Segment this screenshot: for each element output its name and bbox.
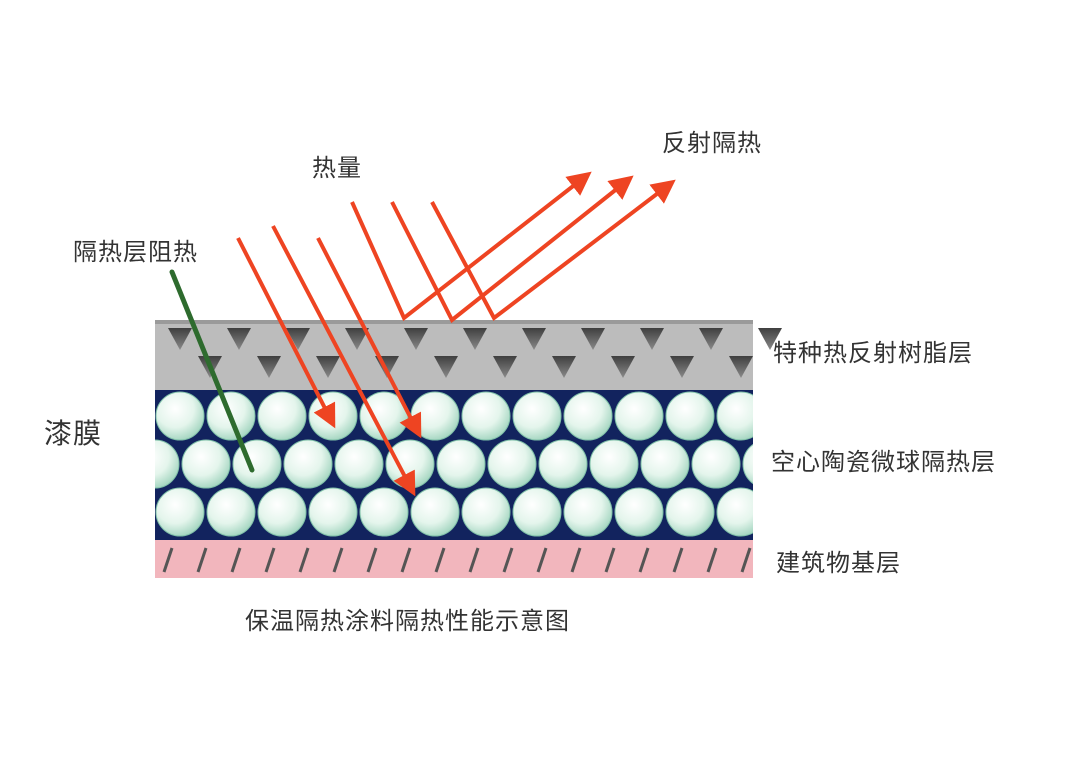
ceramic-sphere <box>283 439 333 489</box>
ceramic-sphere <box>716 391 753 441</box>
heat-arrow-reflect-3 <box>430 179 676 322</box>
base-hatch <box>298 547 310 573</box>
ceramic-sphere <box>155 439 180 489</box>
resin-triangle <box>345 328 369 350</box>
base-hatch <box>638 547 650 573</box>
diagram-caption: 保温隔热涂料隔热性能示意图 <box>245 607 570 635</box>
resin-triangle <box>670 356 694 378</box>
resin-triangle <box>227 328 251 350</box>
heat-arrow-in-3 <box>316 237 422 439</box>
resin-triangle <box>316 356 340 378</box>
base-hatches <box>162 547 752 573</box>
heat-arrow-in-2 <box>271 225 416 497</box>
ceramic-sphere <box>665 487 715 537</box>
ceramic-sphere <box>716 487 753 537</box>
ceramic-sphere <box>691 439 741 489</box>
resin-triangle <box>758 328 782 350</box>
ceramic-sphere <box>359 487 409 537</box>
ceramic-sphere <box>742 443 753 485</box>
ceramic-sphere <box>155 391 205 441</box>
base-hatch <box>230 547 242 573</box>
ceramic-sphere <box>308 391 358 441</box>
ceramic-sphere <box>538 439 588 489</box>
base-hatch <box>740 547 752 573</box>
layer-label-base: 建筑物基层 <box>776 549 901 577</box>
ceramic-sphere <box>410 391 460 441</box>
ceramic-sphere <box>563 391 613 441</box>
base-hatch <box>434 547 446 573</box>
resin-triangle <box>699 328 723 350</box>
base-hatch <box>400 547 412 573</box>
resin-triangle <box>729 356 753 378</box>
ceramic-sphere <box>563 487 613 537</box>
resin-triangle <box>257 356 281 378</box>
ceramic-sphere <box>461 487 511 537</box>
ceramic-sphere <box>334 439 384 489</box>
heat-arrow-reflect-2 <box>390 175 634 324</box>
resin-triangle <box>286 328 310 350</box>
ceramic-sphere <box>385 439 435 489</box>
ceramic-sphere <box>461 391 511 441</box>
ceramic-sphere <box>614 487 664 537</box>
base-hatch <box>264 547 276 573</box>
ceramic-sphere <box>257 487 307 537</box>
heat-arrow-reflect-1 <box>350 171 592 322</box>
ceramic-sphere <box>410 487 460 537</box>
ceramic-sphere <box>640 439 690 489</box>
ceramic-spheres <box>155 391 753 537</box>
resin-triangle <box>581 328 605 350</box>
base-hatch <box>672 547 684 573</box>
base-hatch <box>706 547 718 573</box>
ceramic-sphere <box>512 391 562 441</box>
blocked-heat-line <box>169 269 255 473</box>
base-hatch <box>536 547 548 573</box>
ceramic-sphere <box>512 487 562 537</box>
base-hatch <box>332 547 344 573</box>
ceramic-sphere <box>487 439 537 489</box>
base-layer <box>155 540 753 578</box>
ceramic-sphere <box>155 487 205 537</box>
ceramic-sphere <box>665 391 715 441</box>
base-hatch <box>162 547 174 573</box>
resin-triangle <box>611 356 635 378</box>
resin-triangle <box>404 328 428 350</box>
resin-triangle <box>168 328 192 350</box>
insulation-block-label: 隔热层阻热 <box>73 238 198 266</box>
base-hatch <box>468 547 480 573</box>
base-hatch <box>604 547 616 573</box>
reflect-label: 反射隔热 <box>662 129 762 157</box>
ceramic-sphere <box>181 439 231 489</box>
ceramic-sphere <box>257 391 307 441</box>
ceramic-sphere <box>206 487 256 537</box>
ceramic-sphere <box>614 391 664 441</box>
layer-label-ceramic: 空心陶瓷微球隔热层 <box>771 448 996 476</box>
resin-layer-top-edge <box>155 320 753 324</box>
resin-triangle <box>640 328 664 350</box>
resin-triangle <box>434 356 458 378</box>
ceramic-sphere <box>589 439 639 489</box>
ceramic-sphere <box>436 439 486 489</box>
base-hatch <box>196 547 208 573</box>
paint-film-label: 漆膜 <box>44 417 103 450</box>
ceramic-sphere <box>308 487 358 537</box>
heat-arrow-in-1 <box>236 237 336 429</box>
resin-triangle <box>522 328 546 350</box>
base-hatch <box>502 547 514 573</box>
base-hatch <box>366 547 378 573</box>
resin-triangle <box>552 356 576 378</box>
base-hatch <box>570 547 582 573</box>
heat-label: 热量 <box>312 154 362 182</box>
layer-label-resin: 特种热反射树脂层 <box>773 339 973 367</box>
resin-triangle <box>463 328 487 350</box>
resin-triangle <box>493 356 517 378</box>
